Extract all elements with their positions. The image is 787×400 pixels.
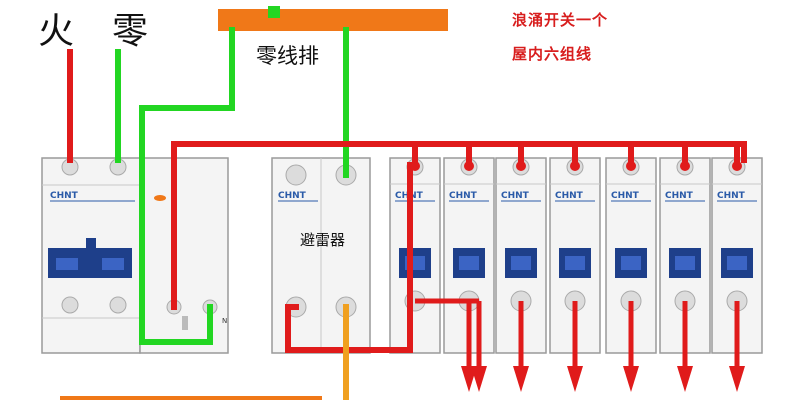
terminal-n-label: N [222,317,227,325]
neutral-bar-tab [268,6,280,18]
branch-breaker: CHNT [389,157,441,354]
output-arrow-icon [567,366,583,392]
neutral-bar-label: 零线排 [256,44,319,68]
bottom-rail [60,396,322,400]
output-arrow-icon [677,366,693,392]
output-arrow-icon [461,366,477,392]
leakage-module: N [139,157,229,354]
branch-brand: CHNT [665,191,694,201]
branch-brand: CHNT [611,191,640,201]
branch-brand: CHNT [449,191,478,201]
branch-feeds [410,144,745,392]
live-bus-wire [171,141,747,310]
branch-brand: CHNT [717,191,746,201]
live-label: 火 [38,11,75,52]
branch-brand: CHNT [555,191,584,201]
branch-brand: CHNT [501,191,530,201]
note-line-1: 浪涌开关一个 [512,11,609,29]
main-breaker-brand: CHNT [50,191,79,201]
surge-live-wire [285,162,413,353]
output-arrow-icon [623,366,639,392]
neutral-label: 零 [112,11,149,52]
wires [67,27,747,400]
main-breaker: CHNT [41,157,141,354]
neutral-return-wire [139,27,235,345]
surge-protector-label: 避雷器 [300,231,345,249]
note-line-2: 屋内六组线 [512,45,593,63]
output-arrow-icon [513,366,529,392]
neutral-bar [218,9,448,31]
surge-brand-1: CHNT [278,191,307,201]
output-arrow-icon [729,366,745,392]
